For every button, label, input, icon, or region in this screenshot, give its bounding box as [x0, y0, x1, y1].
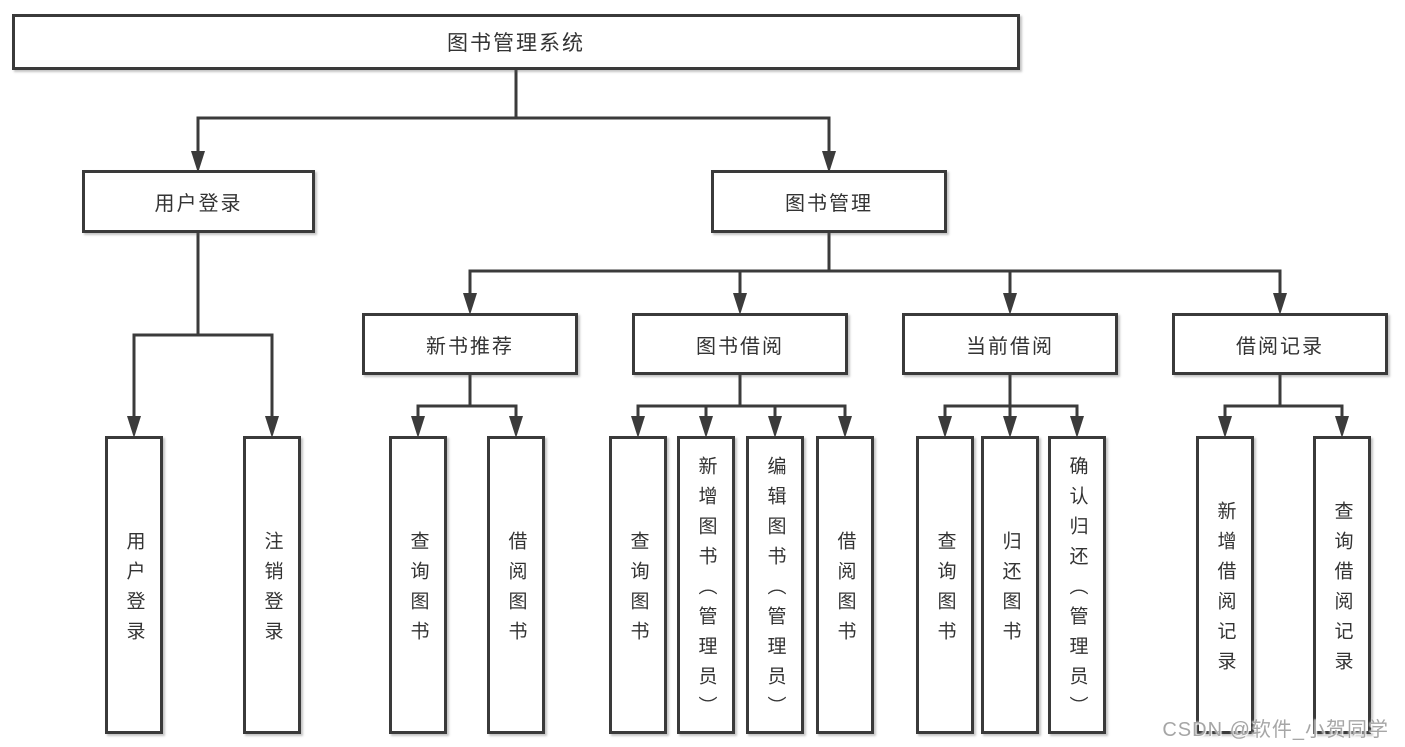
connector-book-mgmt-to-level3: [463, 231, 1287, 315]
connector-current-borrow-to-children: [938, 373, 1084, 438]
arrow-down-icon: [822, 151, 836, 173]
connector-book-borrow-to-children: [631, 373, 852, 438]
leaf-borrowing-edit-books-admin: 编辑图书（管理员）: [746, 436, 804, 734]
arrow-down-icon: [191, 151, 205, 173]
arrow-down-icon: [1003, 293, 1017, 315]
leaf-current-confirm-return-admin: 确认归还（管理员）: [1048, 436, 1106, 734]
node-user-login: 用户登录: [82, 170, 315, 233]
arrow-down-icon: [1273, 293, 1287, 315]
arrow-down-icon: [411, 416, 425, 438]
arrow-down-icon: [265, 416, 279, 438]
node-current-borrowing: 当前借阅: [902, 313, 1118, 375]
arrow-down-icon: [733, 293, 747, 315]
csdn-watermark: CSDN @软件_小贺同学: [1162, 719, 1389, 741]
leaf-borrowing-borrow-books: 借阅图书: [816, 436, 874, 734]
arrow-down-icon: [463, 293, 477, 315]
arrow-down-icon: [1070, 416, 1084, 438]
arrow-down-icon: [938, 416, 952, 438]
arrow-down-icon: [699, 416, 713, 438]
leaf-records-add-borrow-record: 新增借阅记录: [1196, 436, 1254, 734]
leaf-newbook-query-books: 查询图书: [389, 436, 447, 734]
connector-user-login-to-children: [127, 231, 279, 438]
leaf-current-return-books: 归还图书: [981, 436, 1039, 734]
arrow-down-icon: [838, 416, 852, 438]
leaf-borrowing-add-books-admin: 新增图书（管理员）: [677, 436, 735, 734]
leaf-user-login: 用户登录: [105, 436, 163, 734]
leaf-records-query-borrow-record: 查询借阅记录: [1313, 436, 1371, 734]
arrow-down-icon: [631, 416, 645, 438]
node-new-book-recommend: 新书推荐: [362, 313, 578, 375]
connector-records-to-children: [1218, 373, 1349, 438]
arrow-down-icon: [768, 416, 782, 438]
node-borrowing-records: 借阅记录: [1172, 313, 1388, 375]
node-book-management-system: 图书管理系统: [12, 14, 1020, 70]
arrow-down-icon: [1218, 416, 1232, 438]
leaf-logout-login: 注销登录: [243, 436, 301, 734]
leaf-borrowing-query-books: 查询图书: [609, 436, 667, 734]
connector-new-book-to-children: [411, 373, 523, 438]
arrow-down-icon: [1335, 416, 1349, 438]
node-book-management: 图书管理: [711, 170, 947, 233]
node-book-borrowing: 图书借阅: [632, 313, 848, 375]
arrow-down-icon: [127, 416, 141, 438]
arrow-down-icon: [509, 416, 523, 438]
leaf-newbook-borrow-books: 借阅图书: [487, 436, 545, 734]
connector-root-to-level2: [191, 68, 836, 173]
leaf-current-query-books: 查询图书: [916, 436, 974, 734]
arrow-down-icon: [1003, 416, 1017, 438]
